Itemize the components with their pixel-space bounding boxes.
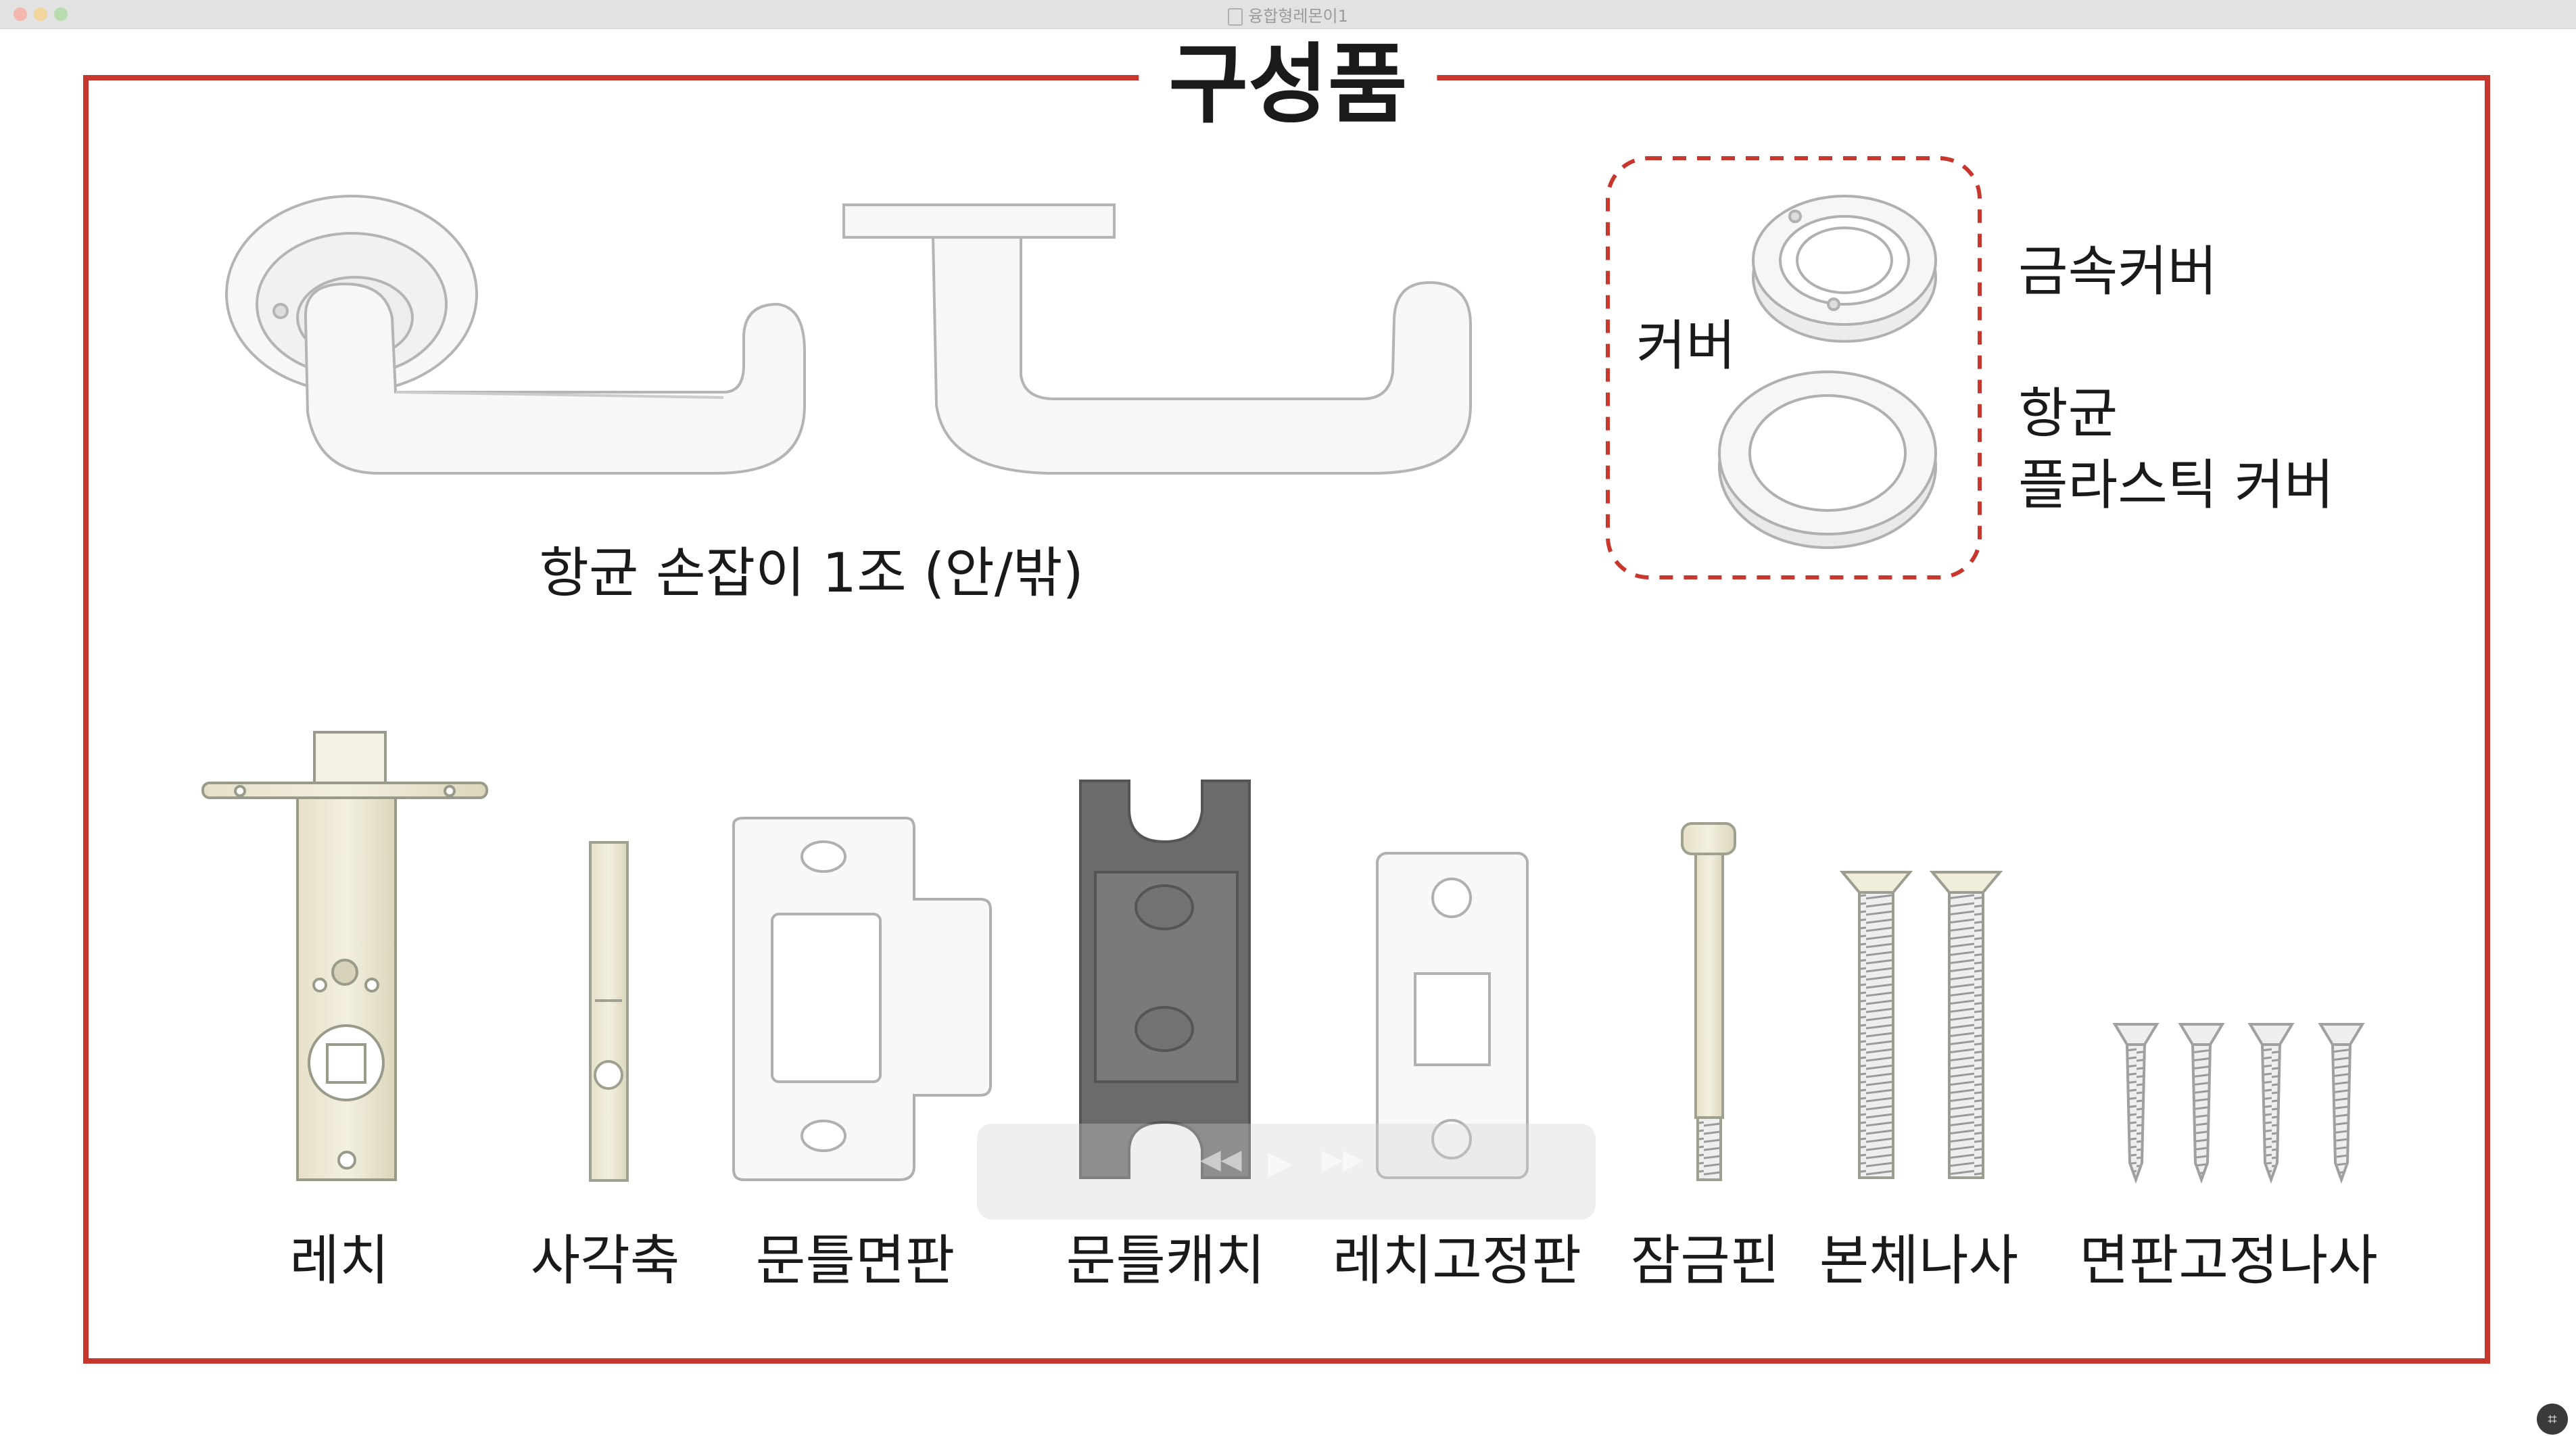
part-label-latch-fixing-plate: 레치고정판 xyxy=(1333,1229,1581,1292)
video-player-controls[interactable]: ◀◀ ▶ ▶▶ xyxy=(977,1124,1596,1220)
window-titlebar: 융합형레몬이1 xyxy=(0,0,2576,29)
handle-outer-illustration xyxy=(842,204,1472,475)
metal-cover-label: 금속커버 xyxy=(2018,240,2218,303)
part-label-body-screws: 본체나사 xyxy=(1819,1229,2019,1292)
rewind-icon[interactable]: ◀◀ xyxy=(1200,1144,1242,1175)
plastic-cover-illustration xyxy=(1718,370,1937,549)
latch-fixing-plate-illustration xyxy=(1376,852,1529,1179)
plastic-cover-label-line1: 항균 xyxy=(2018,382,2118,445)
window-title-text: 융합형레몬이1 xyxy=(1248,7,1348,26)
plastic-cover-label-line2: 플라스틱 커버 xyxy=(2018,454,2335,517)
cover-group-label: 커버 xyxy=(1636,314,1736,377)
handles-caption: 항균 손잡이 1조 (안/밖) xyxy=(539,542,1084,604)
part-label-strike-plate: 문틀면판 xyxy=(755,1229,955,1292)
part-label-latch: 레치 xyxy=(289,1229,389,1292)
cover-group-outline xyxy=(1606,156,1982,579)
part-label-frame-catch: 문틀캐치 xyxy=(1066,1229,1266,1292)
spindle-illustration xyxy=(589,841,629,1182)
screen-capture-icon[interactable]: ⌗ xyxy=(2537,1404,2568,1435)
part-label-spindle: 사각축 xyxy=(530,1229,680,1292)
handle-inner-illustration xyxy=(225,195,806,475)
play-icon[interactable]: ▶ xyxy=(1268,1144,1293,1182)
document-icon xyxy=(1228,8,1243,26)
fast-forward-icon[interactable]: ▶▶ xyxy=(1322,1144,1364,1175)
window-title: 융합형레몬이1 xyxy=(0,3,2576,26)
frame-catch-illustration xyxy=(1079,780,1251,1179)
part-label-locking-pin: 잠금핀 xyxy=(1630,1229,1780,1292)
metal-cover-illustration xyxy=(1752,195,1937,343)
minimize-window-button[interactable] xyxy=(34,7,47,21)
close-window-button[interactable] xyxy=(14,7,27,21)
face-plate-screws-illustration xyxy=(2112,1023,2365,1184)
part-label-face-plate-screws: 면판고정나사 xyxy=(2079,1229,2378,1292)
latch-illustration xyxy=(201,731,488,1181)
slide-title: 구성품 xyxy=(1139,42,1437,128)
strike-plate-illustration xyxy=(732,817,992,1181)
zoom-window-button[interactable] xyxy=(54,7,68,21)
locking-pin-illustration xyxy=(1681,822,1736,1181)
body-screws-illustration xyxy=(1839,871,2003,1179)
